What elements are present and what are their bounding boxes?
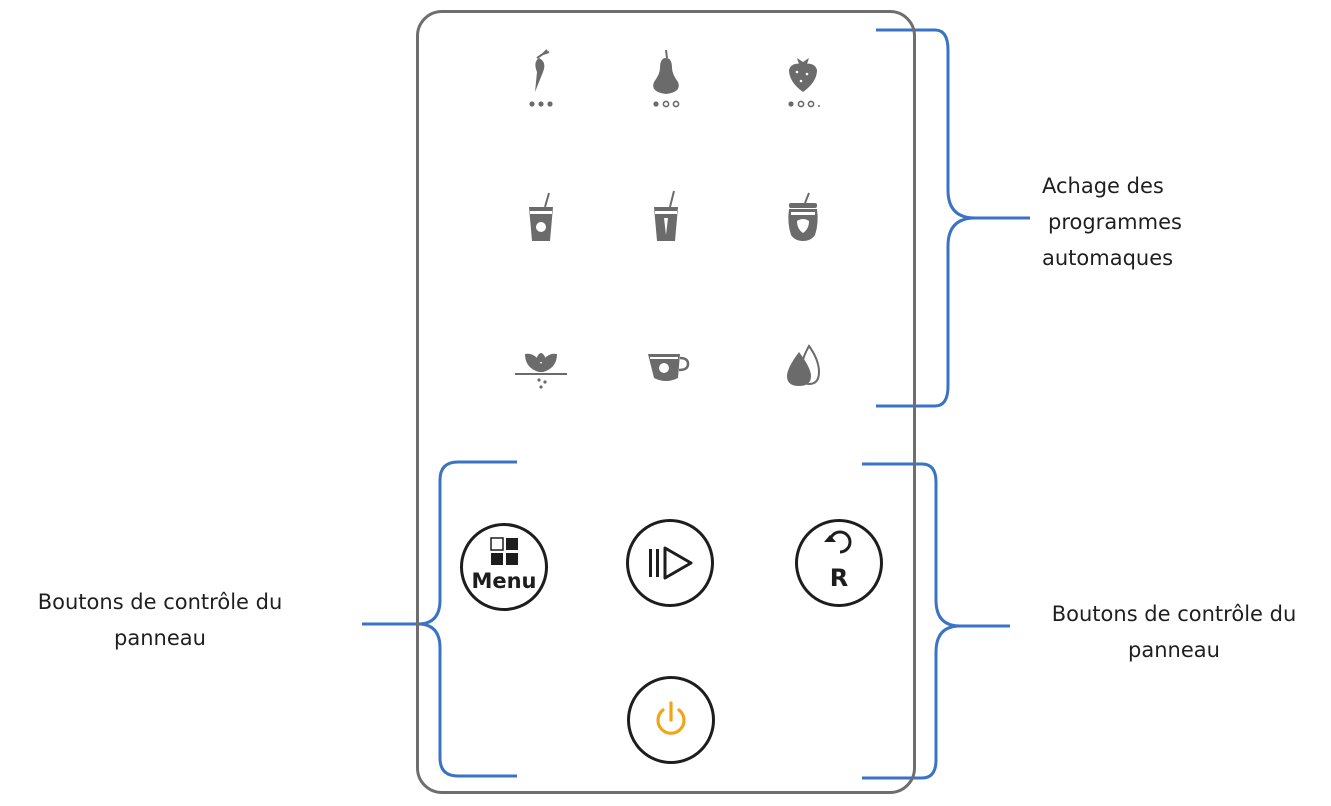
- cup-icon[interactable]: [634, 332, 698, 400]
- programs-callout-line: programmes: [1048, 210, 1182, 234]
- programs-bracket: [876, 28, 1030, 408]
- left-controls-callout: Boutons de contrôle du panneau: [10, 584, 310, 656]
- refresh-icon: [824, 530, 852, 554]
- pear-icon[interactable]: [634, 44, 698, 112]
- menu-button-label: Menu: [471, 569, 537, 593]
- carrot-icon[interactable]: [509, 44, 573, 112]
- power-icon: [656, 701, 686, 735]
- left-controls-callout-line: panneau: [114, 626, 206, 650]
- programs-callout-line: Achage des: [1042, 174, 1164, 198]
- left-controls-bracket: [362, 460, 517, 778]
- left-controls-callout-line: Boutons de contrôle du: [37, 590, 283, 614]
- menu-grid-icon: [490, 537, 518, 565]
- control-panel: [416, 10, 916, 794]
- right-controls-bracket: [862, 462, 1010, 780]
- programs-callout: Achage des programmes automaques: [1042, 168, 1182, 276]
- reset-button[interactable]: R: [795, 519, 883, 607]
- power-button[interactable]: [627, 676, 715, 764]
- pause-play-button[interactable]: [626, 519, 714, 607]
- strawberry-icon[interactable]: [771, 44, 835, 112]
- vegetable-juice-glass-icon[interactable]: [634, 187, 698, 255]
- right-controls-callout: Boutons de contrôle du panneau: [1024, 596, 1324, 668]
- pause-play-icon: [649, 546, 693, 580]
- fruit-juice-glass-icon[interactable]: [509, 187, 573, 255]
- right-controls-callout-line: panneau: [1128, 638, 1220, 662]
- fruit-jar-icon[interactable]: [771, 187, 835, 255]
- right-controls-callout-line: Boutons de contrôle du: [1051, 602, 1297, 626]
- leafy-greens-icon[interactable]: [509, 332, 573, 400]
- programs-callout-line: automaques: [1042, 246, 1174, 270]
- drops-icon[interactable]: [771, 332, 835, 400]
- reset-button-label: R: [829, 564, 849, 592]
- menu-button[interactable]: Menu: [460, 523, 548, 611]
